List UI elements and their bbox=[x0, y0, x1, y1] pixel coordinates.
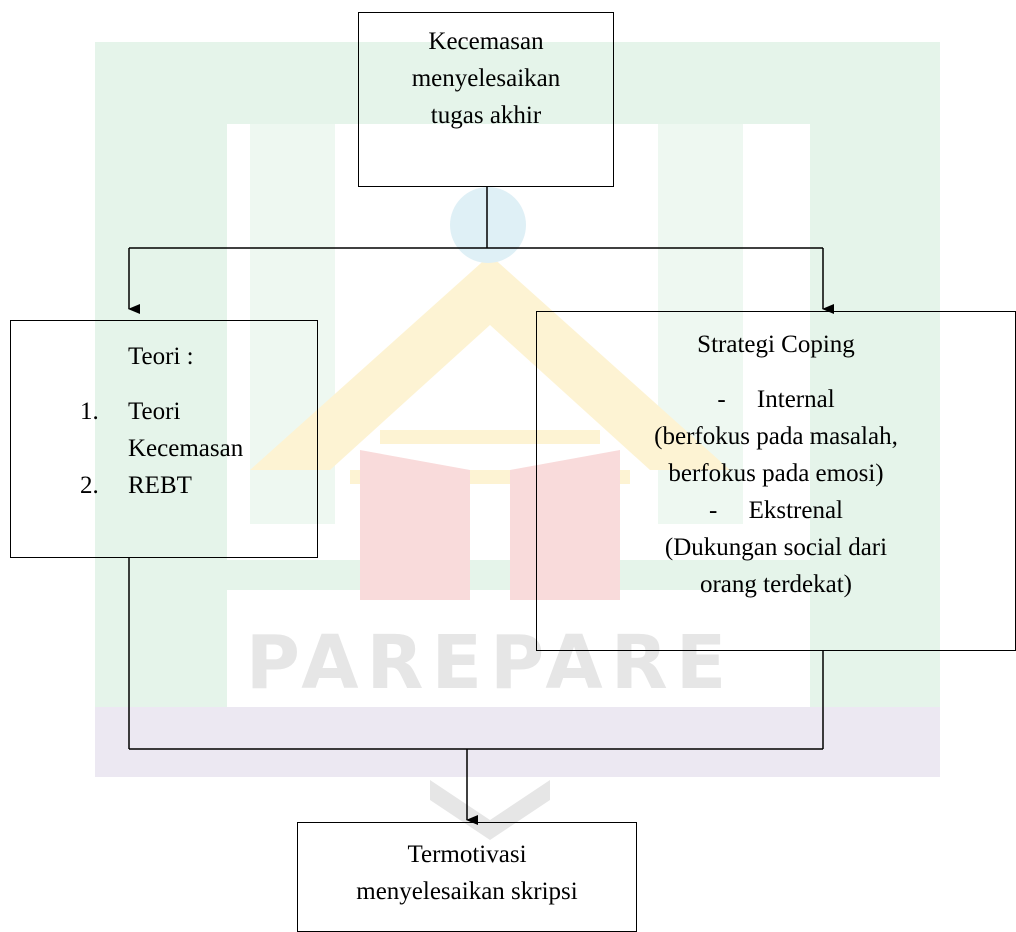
strategi-eksternal-detail-1: (Dukungan social dari bbox=[664, 534, 888, 561]
box-termotivasi: Termotivasi menyelesaikan skripsi bbox=[297, 822, 637, 932]
box-kecemasan-line-2: menyelesaikan bbox=[411, 65, 561, 92]
box-strategi-title: Strategi Coping bbox=[697, 331, 855, 358]
teori-item-2-text: REBT bbox=[128, 472, 192, 499]
watermark-text: PAREPARE bbox=[246, 620, 735, 706]
box-strategi-coping: Strategi Coping - Internal (berfokus pad… bbox=[536, 311, 1016, 651]
strategi-internal-detail-2: berfokus pada emosi) bbox=[668, 460, 884, 487]
teori-item-2-number: 2. bbox=[80, 472, 99, 499]
teori-item-2: 2. REBT bbox=[11, 467, 317, 504]
watermark-book bbox=[360, 450, 620, 600]
watermark-chevron bbox=[430, 780, 550, 840]
box-termotivasi-line-1: Termotivasi bbox=[407, 841, 527, 868]
box-kecemasan-line-3: tugas akhir bbox=[430, 102, 542, 129]
strategi-eksternal: - Ekstrenal bbox=[709, 497, 843, 524]
teori-item-1-number: 1. bbox=[80, 398, 99, 425]
teori-item-1-text: Teori bbox=[128, 398, 181, 425]
box-kecemasan-line-1: Kecemasan bbox=[428, 28, 544, 55]
strategi-internal: - Internal bbox=[717, 386, 835, 413]
strategi-internal-detail-1: (berfokus pada masalah, bbox=[654, 423, 898, 450]
watermark-globe bbox=[450, 187, 526, 263]
strategi-eksternal-detail-2: orang terdekat) bbox=[699, 571, 852, 598]
box-teori: Teori : 1. Teori Kecemasan 2. REBT bbox=[10, 320, 318, 558]
watermark-frame bbox=[95, 42, 940, 777]
box-kecemasan: Kecemasan menyelesaikan tugas akhir bbox=[358, 12, 614, 187]
box-termotivasi-line-2: menyelesaikan skripsi bbox=[356, 878, 578, 905]
teori-item-1: 1. Teori bbox=[11, 393, 317, 430]
box-teori-title: Teori : bbox=[128, 343, 194, 370]
teori-item-1-continuation: Kecemasan bbox=[128, 435, 244, 462]
